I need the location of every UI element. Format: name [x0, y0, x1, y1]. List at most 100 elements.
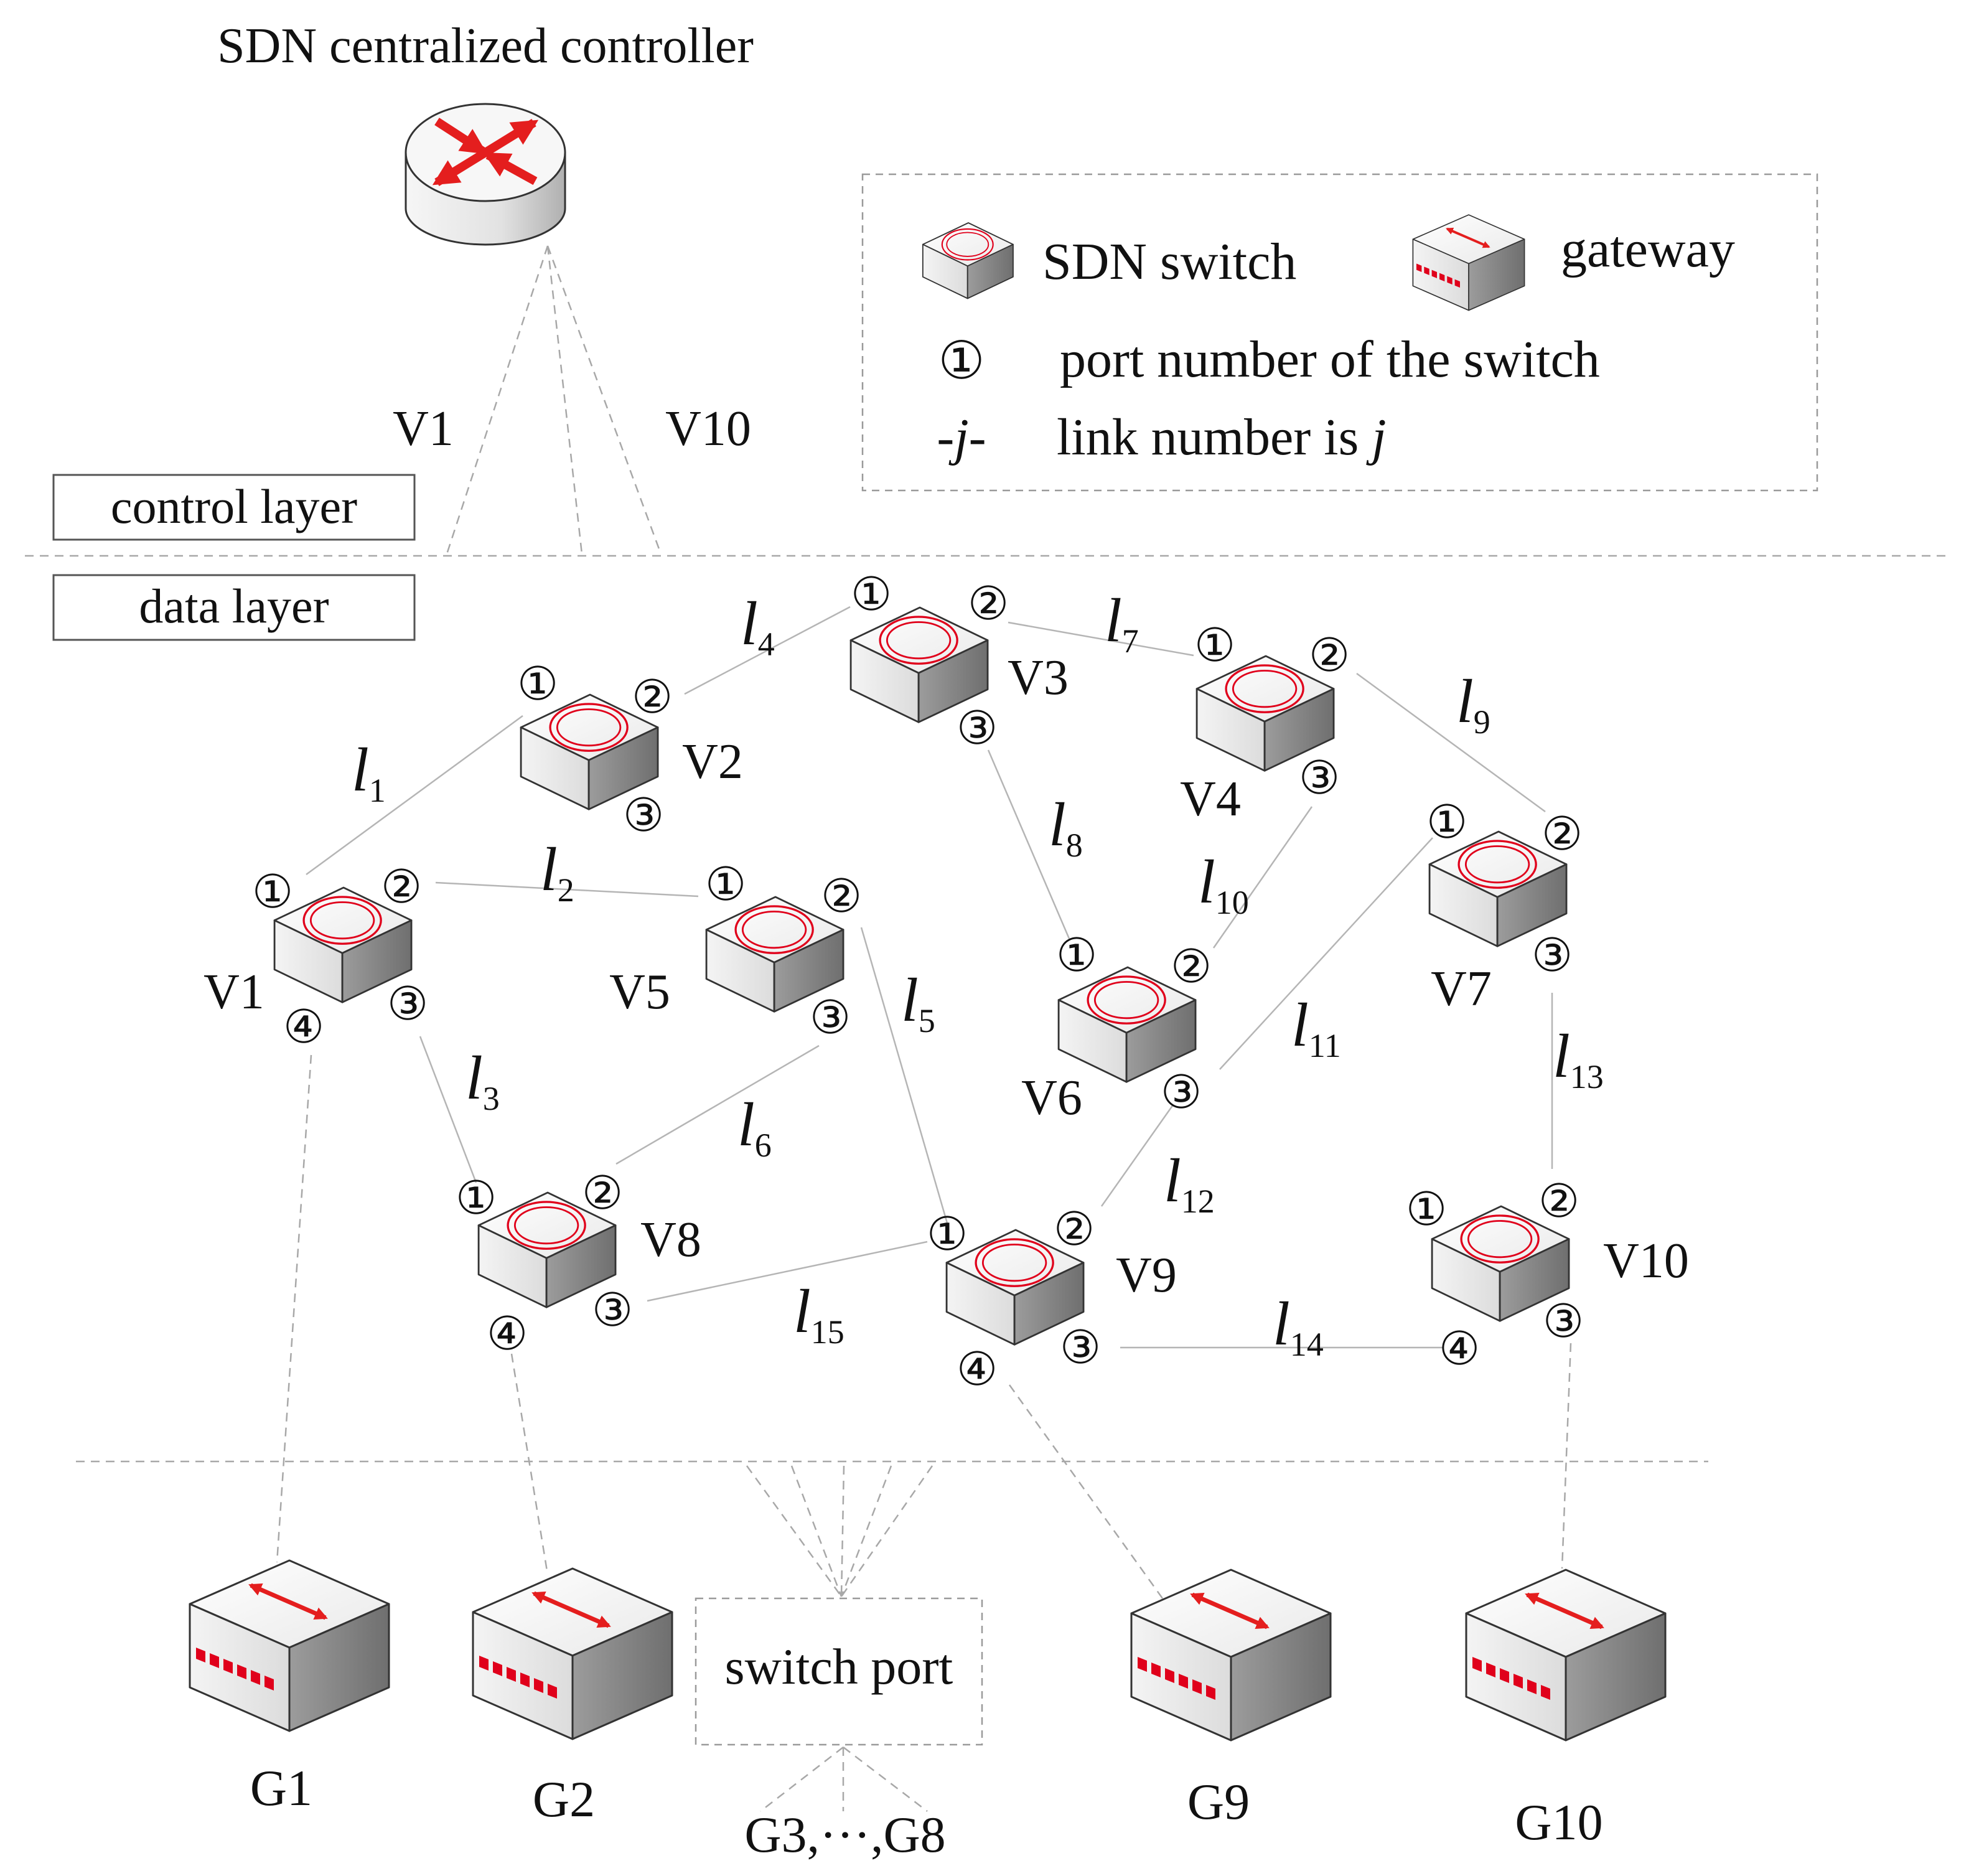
link-sub: 15 [811, 1313, 844, 1351]
link-label-l1: l1 [352, 735, 386, 809]
switch-v5: V5 ① ② ③ [609, 860, 862, 1044]
link-letter: l [540, 835, 558, 904]
link-label-l9: l9 [1456, 667, 1490, 741]
control-layer-box [52, 474, 416, 541]
link-letter: l [352, 735, 369, 804]
legend-link-desc: link number is j [1057, 408, 1387, 466]
switch-port-fan-bottom [760, 1747, 928, 1812]
legend: SDN switch gateway ① port number of the … [861, 173, 1818, 492]
port-1: ① [851, 570, 892, 621]
port-3: ③ [387, 979, 428, 1030]
link-l12 [1100, 1104, 1174, 1207]
legend-box [861, 173, 1818, 492]
router-icon [405, 103, 566, 246]
controller-link-v10 [546, 245, 662, 555]
port-2: ② [1309, 631, 1350, 682]
link-letter: l [1553, 1021, 1570, 1090]
link-sub: 14 [1290, 1326, 1324, 1363]
port-4: ④ [487, 1309, 528, 1360]
port-1: ① [1056, 931, 1097, 982]
link-label-l4: l4 [741, 589, 775, 663]
switch-label: V6 [1021, 1071, 1082, 1125]
switch-label: V7 [1431, 962, 1492, 1016]
switch-v10: V10 ① ② ③ ④ [1406, 1176, 1689, 1375]
gateway-links [76, 1054, 1708, 1812]
link-label-l2: l2 [540, 835, 574, 909]
port-2: ② [381, 862, 422, 913]
switch-label: V8 [640, 1212, 701, 1267]
controller-title: SDN centralized controller [217, 19, 754, 73]
gateway-g10: G10 [1466, 1570, 1665, 1850]
link-l9 [1356, 672, 1546, 813]
legend-link-desc-text: link number is [1057, 408, 1372, 466]
port-3: ③ [592, 1285, 633, 1336]
port-3: ③ [623, 790, 664, 842]
link-sub: 12 [1181, 1183, 1215, 1220]
switch-v6: V6 ① ② ③ [1021, 931, 1212, 1125]
port-2: ② [582, 1168, 623, 1219]
link-label-l12: l12 [1164, 1146, 1215, 1220]
link-label-l15: l15 [793, 1277, 844, 1351]
switch-v8: V8 ① ② ③ ④ [456, 1168, 701, 1360]
legend-port-desc: port number of the switch [1060, 331, 1600, 388]
switch-v3: V3 ① ② ③ [849, 570, 1069, 754]
gateway-label: G10 [1515, 1794, 1602, 1850]
port-4: ④ [957, 1344, 998, 1395]
switch-port-box [695, 1597, 983, 1746]
link-letter: l [1273, 1289, 1290, 1358]
link-sub: 6 [755, 1127, 772, 1164]
switch-label: V1 [204, 965, 264, 1020]
link-letter: l [1164, 1146, 1181, 1215]
link-sub: 2 [558, 871, 574, 909]
link-labels: l1 l2 l3 l4 l5 l6 l7 l8 l9 l10 l11 l12 l… [352, 586, 1604, 1363]
port-2: ② [1054, 1204, 1095, 1255]
controller: SDN centralized controller [217, 19, 754, 246]
port-1: ① [927, 1209, 968, 1260]
link-l15 [647, 1241, 928, 1302]
link-l7 [1008, 621, 1194, 657]
port-1: ① [705, 860, 746, 911]
gateway-link-g10 [1561, 1343, 1572, 1569]
link-sub: 13 [1570, 1058, 1604, 1095]
link-l5 [860, 927, 948, 1224]
link-label-l8: l8 [1049, 790, 1083, 864]
switch-label: V3 [1008, 650, 1069, 705]
link-label-l7: l7 [1105, 586, 1139, 660]
port-3: ③ [1532, 931, 1573, 982]
port-1: ① [252, 867, 293, 918]
controller-link-label-v10: V10 [665, 401, 751, 456]
gateway-g9: G9 [1131, 1570, 1331, 1830]
switch-v2: V2 ① ② ③ [517, 659, 743, 842]
layers: control layer data layer [25, 474, 1951, 641]
switch-v9: V9 ① ② ③ ④ [927, 1204, 1177, 1395]
link-sub: 4 [758, 626, 775, 663]
link-sub: 8 [1066, 827, 1083, 864]
link-letter: l [1198, 847, 1215, 916]
legend-switch-label: SDN switch [1042, 233, 1296, 291]
link-sub: 10 [1215, 884, 1249, 921]
controller-link-label-v1: V1 [393, 401, 454, 456]
controller-link-mid [546, 245, 583, 555]
link-label-l3: l3 [466, 1043, 500, 1117]
port-2: ② [821, 871, 862, 922]
link-l3 [419, 1036, 477, 1183]
legend-gateway-icon [1413, 215, 1524, 310]
switch-label: V2 [682, 734, 743, 789]
port-4: ④ [283, 1002, 324, 1053]
control-layer-label: control layer [111, 479, 357, 533]
link-l1 [306, 715, 523, 876]
switch-label: V9 [1116, 1248, 1177, 1303]
gateway-label: G2 [533, 1771, 595, 1827]
port-4: ④ [1439, 1324, 1480, 1375]
controller-link-v1 [446, 245, 549, 555]
link-letter: l [741, 589, 758, 658]
link-label-l11: l11 [1291, 990, 1341, 1064]
link-letter: l [901, 965, 919, 1034]
link-sub: 11 [1309, 1027, 1341, 1064]
port-2: ② [1542, 809, 1583, 860]
port-2: ② [968, 579, 1009, 630]
controller-links: V1 V10 [393, 245, 751, 555]
link-letter: l [737, 1090, 755, 1159]
legend-port-symbol: ① [938, 332, 985, 390]
legend-link-symbol: -j- [937, 408, 986, 466]
